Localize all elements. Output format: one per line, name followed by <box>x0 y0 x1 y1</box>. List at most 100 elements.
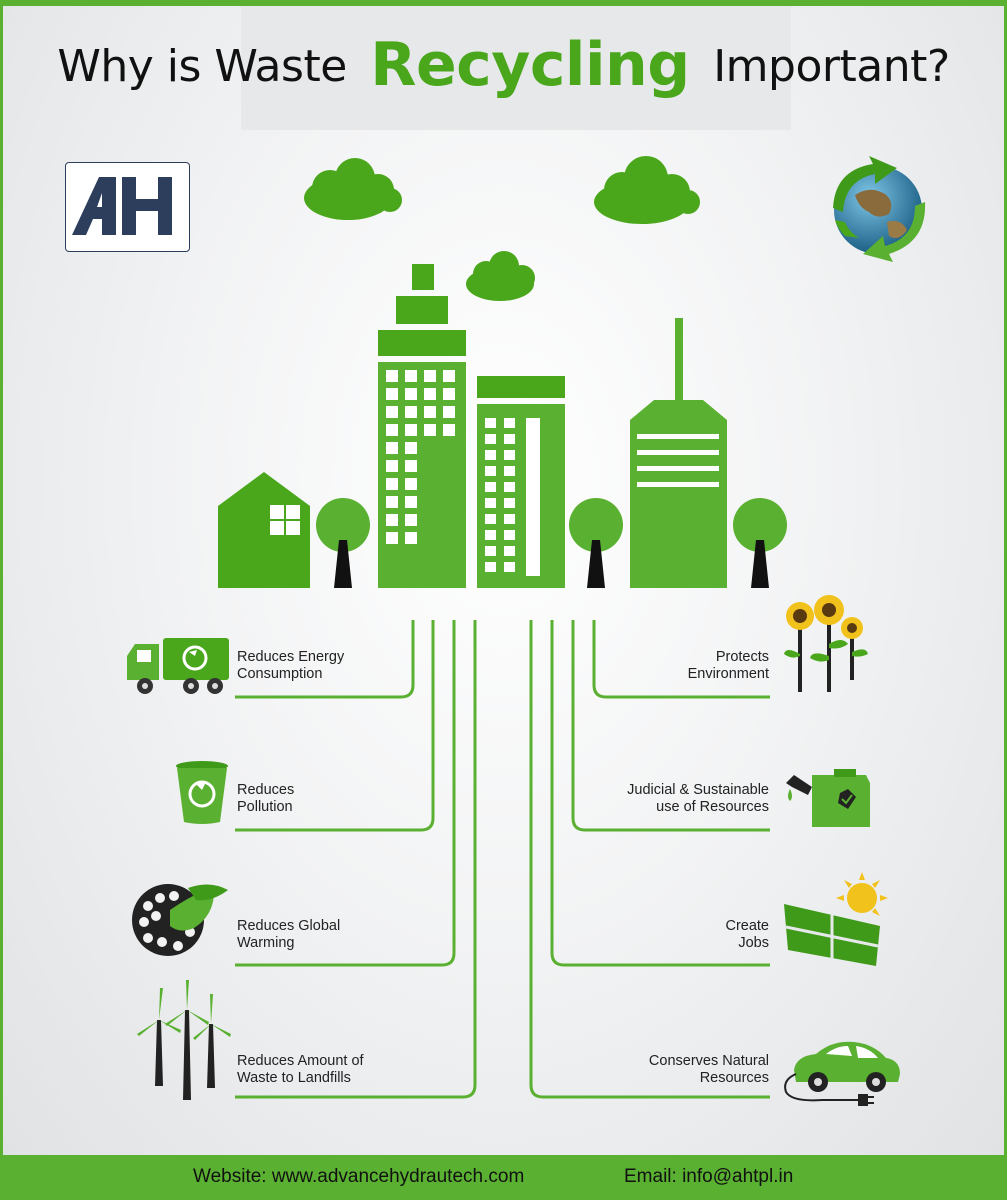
window <box>405 460 417 472</box>
left-border <box>0 0 3 1200</box>
window <box>405 388 417 400</box>
benefit-protects-environment: Protects Environment <box>549 649 769 683</box>
globe-leaf-icon <box>132 884 228 956</box>
window <box>386 496 398 508</box>
benefit-line: Judicial & Sustainable <box>627 782 769 798</box>
window <box>504 418 515 428</box>
top-border <box>0 0 1007 6</box>
window <box>405 406 417 418</box>
benefit-line: Pollution <box>237 799 293 815</box>
tree-icon <box>569 498 623 588</box>
benefit-judicial-use: Judicial & Sustainable use of Resources <box>549 782 769 816</box>
cloud-left-icon <box>304 158 402 220</box>
benefit-reduces-warming: Reduces Global Warming <box>237 918 457 952</box>
email-link[interactable]: info@ahtpl.in <box>682 1166 794 1187</box>
window <box>405 424 417 436</box>
garbage-truck-icon <box>127 638 229 694</box>
tree-icon <box>733 498 787 588</box>
window <box>386 532 398 544</box>
window <box>386 406 398 418</box>
title-suffix: Important? <box>713 41 950 92</box>
window <box>485 514 496 524</box>
benefit-line: Warming <box>237 935 295 951</box>
smoke-cloud-icon <box>466 251 535 301</box>
window <box>386 514 398 526</box>
window <box>405 514 417 526</box>
window <box>424 370 436 382</box>
benefit-line: Reduces <box>237 782 295 798</box>
wind-turbine-icon <box>137 980 231 1100</box>
benefit-line: Reduces Global <box>237 918 341 934</box>
window <box>424 406 436 418</box>
window <box>386 460 398 472</box>
cloud-right-icon <box>594 156 700 224</box>
benefit-line: Protects <box>715 649 769 665</box>
window <box>424 424 436 436</box>
middle-building-icon <box>477 376 565 588</box>
window <box>504 498 515 508</box>
window <box>485 562 496 572</box>
tower-building-icon <box>630 318 727 588</box>
house-icon <box>218 472 310 588</box>
window <box>424 388 436 400</box>
footer-website: Website: www.advancehydrautech.com <box>193 1166 524 1188</box>
footer-bar: Website: www.advancehydrautech.com Email… <box>0 1155 1007 1200</box>
electric-car-icon <box>784 1041 900 1106</box>
benefit-conserves-resources: Conserves Natural Resources <box>549 1053 769 1087</box>
tall-building-icon <box>378 264 466 588</box>
benefit-line: Reduces Amount of <box>237 1053 364 1069</box>
benefit-reduces-pollution: Reduces Pollution <box>237 782 457 816</box>
window <box>405 532 417 544</box>
page-title: Why is Waste Recycling Important? <box>0 26 1007 100</box>
benefit-line: Reduces Energy <box>237 649 345 665</box>
tree-icon <box>316 498 370 588</box>
benefit-line: Conserves Natural <box>648 1053 769 1069</box>
window <box>443 424 455 436</box>
window <box>485 482 496 492</box>
window <box>504 450 515 460</box>
window <box>504 530 515 540</box>
benefit-create-jobs: Create Jobs <box>549 918 769 952</box>
benefit-line: Waste to Landfills <box>237 1070 351 1086</box>
window <box>504 562 515 572</box>
title-prefix: Why is Waste <box>57 41 347 92</box>
window <box>386 442 398 454</box>
window <box>485 450 496 460</box>
solar-panel-icon <box>784 872 888 966</box>
window <box>504 482 515 492</box>
email-label: Email: <box>624 1166 677 1187</box>
window <box>405 370 417 382</box>
benefit-line: Resources <box>699 1070 769 1086</box>
benefit-reduces-landfill: Reduces Amount of Waste to Landfills <box>237 1053 457 1087</box>
right-border <box>1004 0 1007 1200</box>
window <box>504 514 515 524</box>
fuel-can-icon <box>786 769 870 827</box>
company-logo <box>65 162 190 252</box>
window <box>485 530 496 540</box>
window <box>405 478 417 490</box>
title-band <box>241 6 791 130</box>
website-link[interactable]: www.advancehydrautech.com <box>271 1166 525 1187</box>
window <box>405 442 417 454</box>
benefit-line: Jobs <box>738 935 769 951</box>
benefit-reduces-energy: Reduces Energy Consumption <box>237 649 457 683</box>
footer-email: Email: info@ahtpl.in <box>624 1166 793 1188</box>
sunflower-icon <box>784 595 868 692</box>
window <box>485 498 496 508</box>
window <box>443 406 455 418</box>
window <box>386 388 398 400</box>
benefit-line: Environment <box>687 666 769 682</box>
connector-lines <box>235 620 770 1099</box>
window <box>443 388 455 400</box>
recycle-bin-icon <box>176 761 228 824</box>
window <box>485 434 496 444</box>
window <box>386 424 398 436</box>
website-label: Website: <box>193 1166 267 1187</box>
window <box>443 370 455 382</box>
window <box>485 418 496 428</box>
recycling-earth-icon <box>833 156 926 262</box>
window <box>504 466 515 476</box>
window <box>386 370 398 382</box>
